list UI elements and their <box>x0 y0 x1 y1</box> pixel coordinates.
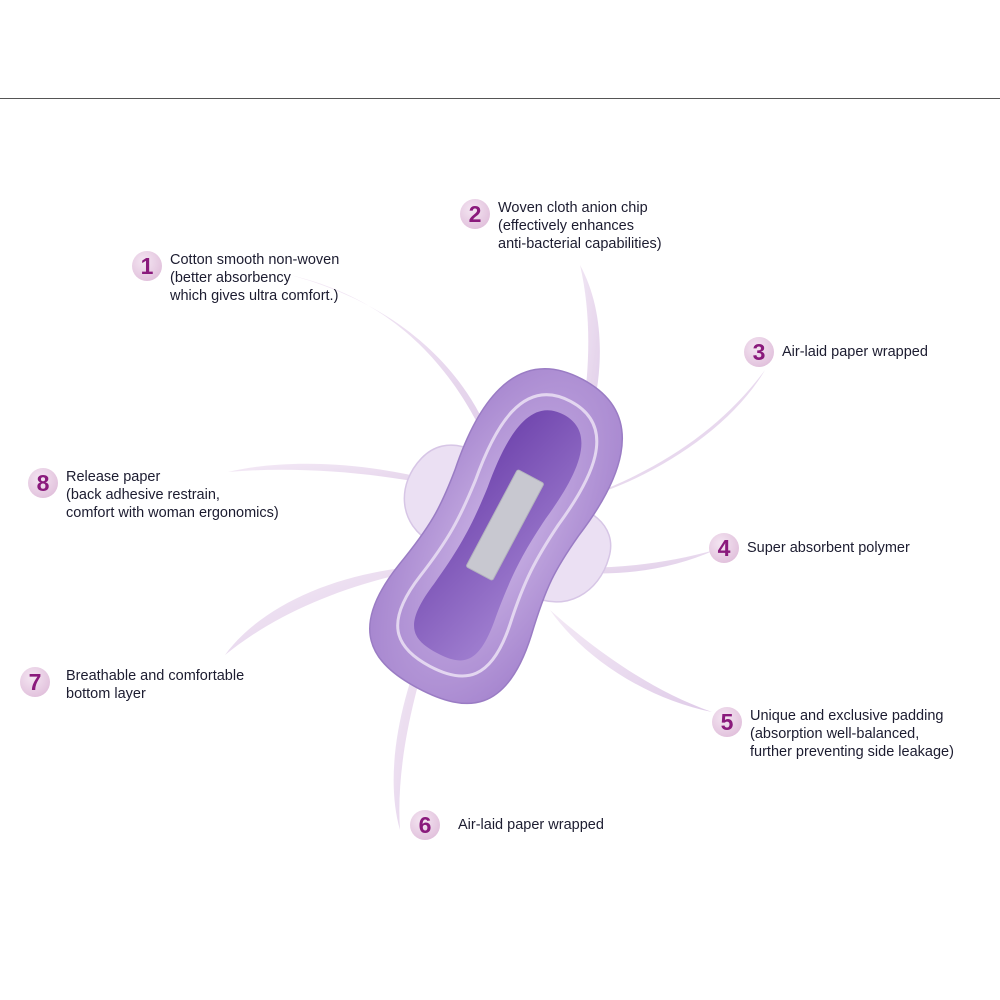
label-1: Cotton smooth non-woven (better absorben… <box>170 252 340 304</box>
release-strip <box>466 469 544 581</box>
ribbon-2 <box>572 265 600 470</box>
badge-3: 3 <box>744 337 774 367</box>
ribbon-4 <box>535 550 715 574</box>
callout-8: 8 Release paper (back adhesive restrain,… <box>28 468 279 522</box>
callout-5: 5 Unique and exclusive padding (absorpti… <box>712 707 954 761</box>
callout-6: 6 Air-laid paper wrapped <box>410 810 604 840</box>
label-2: Woven cloth anion chip (effectively enha… <box>498 200 662 252</box>
label-4: Super absorbent polymer <box>747 540 910 556</box>
callout-4: 4 Super absorbent polymer <box>709 533 910 563</box>
label-7: Breathable and comfortable bottom layer <box>66 668 245 702</box>
label-8: Release paper (back adhesive restrain, c… <box>66 469 279 521</box>
badge-6: 6 <box>410 810 440 840</box>
callout-1: 1 Cotton smooth non-woven (better absorb… <box>132 251 339 305</box>
callout-3: 3 Air-laid paper wrapped <box>744 337 928 367</box>
ribbon-7 <box>225 565 450 655</box>
badge-4: 4 <box>709 533 739 563</box>
pad-channel <box>396 393 599 678</box>
callout-7: 7 Breathable and comfortable bottom laye… <box>20 667 244 703</box>
label-6: Air-laid paper wrapped <box>458 817 604 833</box>
ribbon-5 <box>550 610 712 712</box>
badge-8: 8 <box>28 468 58 498</box>
label-3: Air-laid paper wrapped <box>782 344 928 360</box>
label-5: Unique and exclusive padding (absorption… <box>750 708 954 760</box>
badge-7: 7 <box>20 667 50 697</box>
top-divider <box>0 98 1000 99</box>
pad-illustration <box>369 368 624 705</box>
ribbon-6 <box>393 590 450 830</box>
callout-2: 2 Woven cloth anion chip (effectively en… <box>460 199 662 253</box>
badge-2: 2 <box>460 199 490 229</box>
badge-1: 1 <box>132 251 162 281</box>
badge-5: 5 <box>712 707 742 737</box>
